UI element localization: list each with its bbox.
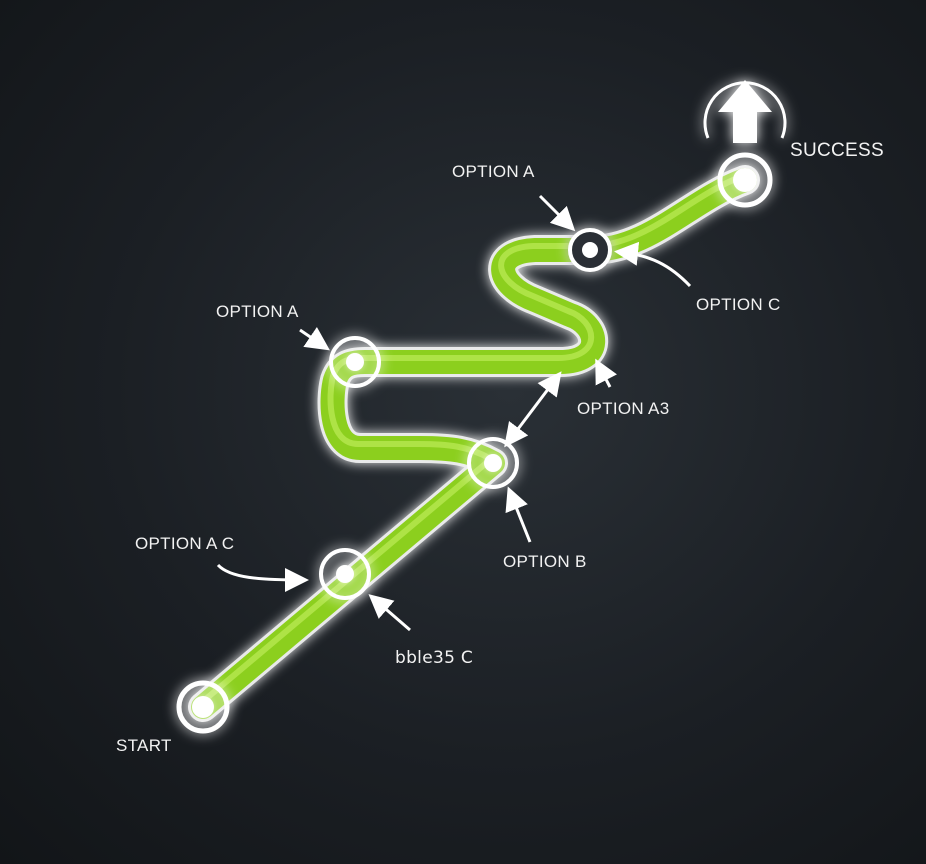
label-option-b: OPTION B bbox=[503, 552, 587, 571]
arrow-option-a3 bbox=[595, 358, 617, 388]
node-start[interactable] bbox=[176, 680, 230, 734]
label-option-a-c: OPTION A C bbox=[135, 534, 235, 553]
label-start: START bbox=[116, 736, 172, 755]
label-option-a-left: OPTION A bbox=[216, 302, 299, 321]
arrow-option-b bbox=[505, 486, 532, 543]
node-option-a-top[interactable] bbox=[568, 228, 612, 272]
node-option-a-c[interactable] bbox=[319, 548, 371, 600]
label-option-c: OPTION C bbox=[696, 295, 781, 314]
node-success[interactable] bbox=[717, 152, 773, 208]
label-bble35-c: bble35 C bbox=[395, 648, 474, 668]
arrow-option-a-top bbox=[538, 194, 576, 232]
arrow-option-c bbox=[614, 241, 692, 288]
arrow-option-a-left bbox=[299, 326, 330, 351]
label-option-a3: OPTION A3 bbox=[577, 399, 670, 418]
arrow-option-a-c bbox=[216, 563, 309, 592]
route-path bbox=[188, 165, 760, 722]
label-success: SUCCESS bbox=[790, 140, 884, 161]
nodes bbox=[176, 152, 773, 734]
up-arrow-icon bbox=[703, 80, 787, 143]
double-arrow bbox=[504, 371, 562, 448]
pointer-arrows bbox=[216, 194, 692, 632]
arrow-bble35-c bbox=[368, 594, 411, 632]
node-option-b[interactable] bbox=[467, 437, 519, 489]
node-option-a-left[interactable] bbox=[329, 336, 381, 388]
label-option-a-top: OPTION A bbox=[452, 162, 535, 181]
